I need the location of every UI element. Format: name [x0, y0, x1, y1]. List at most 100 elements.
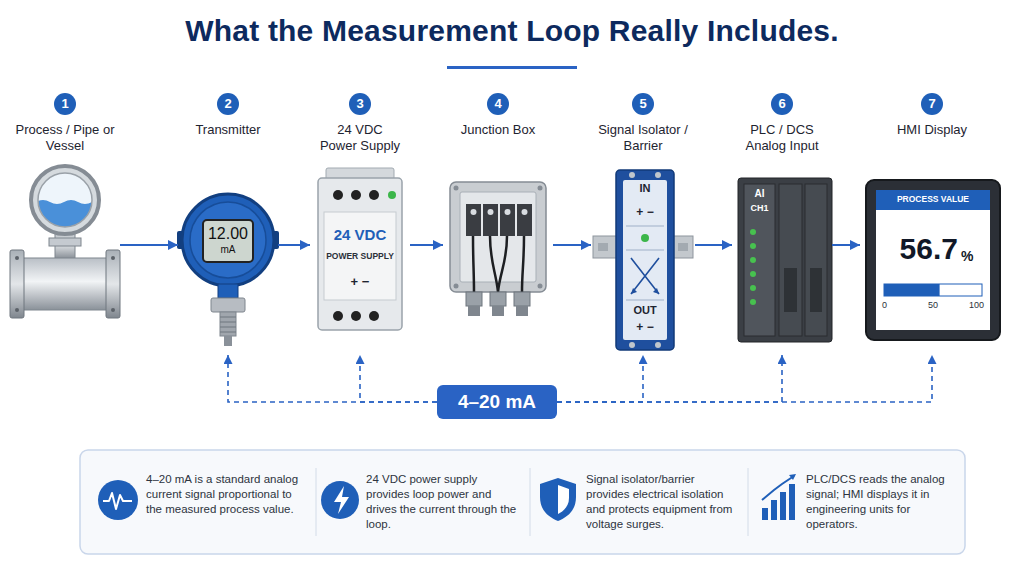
info-text: PLC/DCS reads the analog signal; HMI dis… [806, 472, 960, 532]
terminal-polarity: + − [623, 320, 667, 334]
stage-node: 4Junction Box [443, 93, 553, 355]
terminal-polarity: + − [318, 274, 402, 290]
hmi-illustration-part [866, 180, 1000, 340]
pipe-illustration-part [38, 173, 92, 227]
junction-box-illustration-part [517, 204, 532, 236]
info-panel [80, 450, 965, 554]
stage-label: HMI Display [867, 122, 997, 138]
junction-box-illustration-part [514, 292, 530, 306]
isolator-illustration-part [626, 300, 664, 301]
supply-voltage: 24 VDC [318, 226, 402, 244]
isolator-illustration-part [631, 258, 659, 294]
junction-box-illustration-part [471, 209, 477, 215]
shield-icon-part [540, 478, 576, 521]
signal-loop-line [557, 355, 932, 402]
unit-text: % [961, 248, 981, 264]
isolator-illustration-part [626, 250, 664, 251]
junction-box-illustration-part [466, 204, 481, 236]
isolator-illustration-part [631, 288, 659, 294]
junction-box-illustration-part [450, 182, 546, 292]
callout-number: 4 [487, 93, 509, 115]
plc-illustration-part [750, 243, 756, 249]
junction-box-illustration-part [454, 284, 459, 289]
badge-text: 4–20 mA [453, 385, 541, 419]
callout-number: 1 [54, 93, 76, 115]
process-value: 56.7 [878, 232, 958, 266]
info-panel-part [316, 468, 317, 536]
power-icon-part [321, 481, 359, 519]
junction-box-illustration-part [538, 284, 543, 289]
chart-icon [762, 474, 796, 520]
isolator-illustration-part [641, 234, 649, 242]
title-underline-part [447, 66, 577, 69]
terminal-polarity: + − [623, 205, 667, 219]
module-text: AI [744, 188, 775, 200]
transmitter-illustration-part [224, 336, 232, 346]
isolator-illustration-part [629, 172, 635, 178]
transmitter-illustration-part [211, 298, 245, 312]
pipe-illustration-part [106, 250, 120, 318]
stage-node: 324 VDC Power Supply [310, 93, 410, 355]
callout-number: 5 [632, 93, 654, 115]
port-label: IN [623, 182, 667, 195]
isolator-illustration-part [678, 243, 688, 251]
callout-number: 7 [921, 93, 943, 115]
pipe-illustration-part [49, 238, 81, 246]
title: What the Measurement Loop Really Include… [0, 14, 1024, 48]
chart-icon-part [789, 474, 796, 480]
pipe-illustration-part [15, 308, 19, 312]
power-supply-illustration-part [351, 311, 361, 321]
junction-box-illustration-part [516, 306, 528, 316]
flow-arrow [832, 244, 860, 246]
flow-arrow [553, 244, 591, 246]
plc-illustration-part [750, 299, 756, 305]
chart-icon-part [771, 500, 777, 520]
plc-illustration-part [784, 268, 797, 312]
stage-label: Transmitter [178, 122, 278, 138]
transmitter-illustration-part [220, 317, 236, 332]
pipe-illustration-part [15, 256, 19, 260]
power-supply-illustration [318, 168, 402, 330]
stage-label: PLC / DCS Analog Input [732, 122, 832, 154]
junction-box-illustration-part [538, 186, 543, 191]
plc-illustration-part [750, 285, 756, 291]
info-text: 4–20 mA is a standard analog current sig… [146, 472, 308, 517]
junction-box-illustration-part [473, 236, 524, 292]
plc-illustration-part [738, 178, 832, 342]
transmitter-illustration-part [220, 312, 236, 336]
junction-box-illustration-part [466, 292, 482, 306]
stage-label: 24 VDC Power Supply [318, 122, 402, 154]
signal-icon-part [103, 493, 132, 509]
plc-illustration-part [750, 229, 756, 235]
transmitter-illustration-part [190, 202, 266, 278]
stage-label: Junction Box [443, 122, 553, 138]
flow-arrow [695, 244, 732, 246]
scale-tick: 0 [882, 300, 902, 311]
plc-illustration [738, 178, 832, 342]
device-text: POWER SUPPLY [318, 251, 402, 261]
plc-illustration-part [750, 271, 756, 277]
power-supply-illustration-part [333, 311, 343, 321]
info-text: Signal isolator/barrier provides electri… [586, 472, 740, 532]
junction-box-illustration-part [468, 306, 480, 316]
transmitter-illustration-part [218, 284, 238, 298]
isolator-illustration-part [598, 243, 608, 251]
junction-box-illustration-part [505, 209, 511, 215]
callout-number: 6 [771, 93, 793, 115]
junction-box-illustration-part [488, 209, 494, 215]
pipe-illustration-part [22, 258, 108, 310]
pipe-illustration-part [10, 250, 24, 318]
isolator-illustration [593, 170, 693, 350]
info-panel-part [80, 450, 965, 554]
chart-icon-part [762, 508, 768, 520]
isolator-illustration-part [616, 170, 674, 350]
title-underline [447, 66, 577, 69]
screen-header: PROCESS VALUE [876, 194, 990, 205]
pipe-illustration-part [111, 308, 115, 312]
transmitter-illustration-part [182, 194, 274, 286]
stage-node: 7HMI Display [860, 93, 1004, 355]
info-panel-part [748, 468, 749, 536]
hmi-illustration-part [876, 190, 990, 330]
hmi-illustration-part [876, 190, 990, 210]
